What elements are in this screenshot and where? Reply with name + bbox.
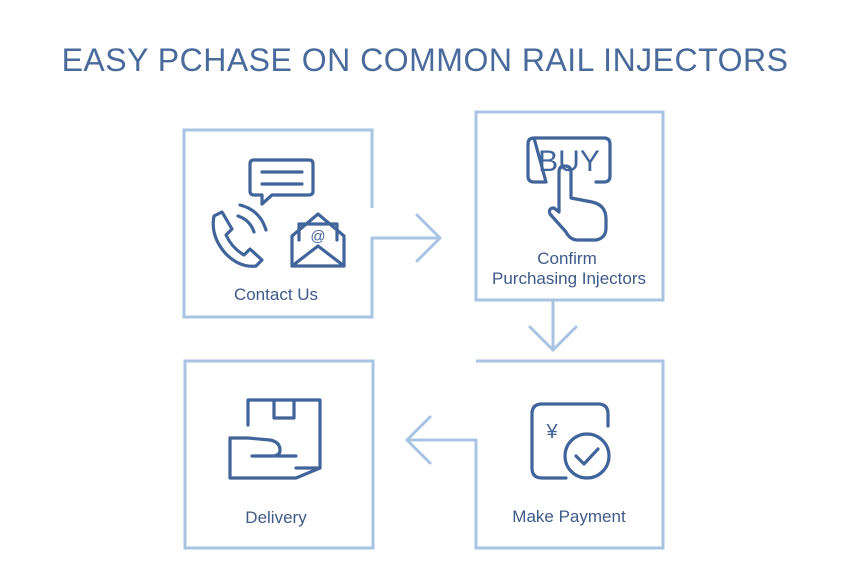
- step-confirm-label-line1: Confirm: [537, 249, 597, 268]
- step-payment: ¥ Make Payment: [474, 359, 665, 550]
- hand-icon: [228, 436, 322, 480]
- arrow-down: [528, 298, 578, 352]
- step-contact-label: Contact Us: [234, 285, 318, 304]
- phone-icon: [211, 203, 268, 268]
- yen-symbol: ¥: [545, 421, 558, 443]
- step-confirm: BUY Confirm Purchasing Injectors: [474, 110, 665, 302]
- step-contact: @ Contact Us: [182, 128, 374, 319]
- yen-card-icon: ¥: [530, 402, 610, 480]
- package-icon: [246, 398, 322, 470]
- step-delivery: Delivery: [183, 359, 375, 550]
- email-icon: @: [290, 212, 346, 268]
- step-delivery-frame: [183, 359, 375, 550]
- check-circle-icon: [563, 432, 611, 480]
- arrow-left: [405, 415, 478, 465]
- step-contact-frame: [182, 128, 374, 319]
- buy-button-icon: BUY: [526, 136, 612, 184]
- step-payment-frame: [474, 359, 665, 550]
- page-title: EASY PCHASE ON COMMON RAIL INJECTORS: [61, 42, 789, 78]
- step-confirm-frame: [474, 110, 665, 302]
- chat-bubble-icon: [248, 158, 315, 206]
- email-at-symbol: @: [310, 228, 325, 245]
- buy-text: BUY: [538, 145, 600, 178]
- arrow-right: [370, 213, 442, 263]
- step-confirm-label-line2: Purchasing Injectors: [492, 269, 646, 288]
- step-delivery-label: Delivery: [245, 508, 307, 527]
- hand-pointer-icon: [547, 164, 608, 242]
- step-payment-label: Make Payment: [512, 507, 626, 526]
